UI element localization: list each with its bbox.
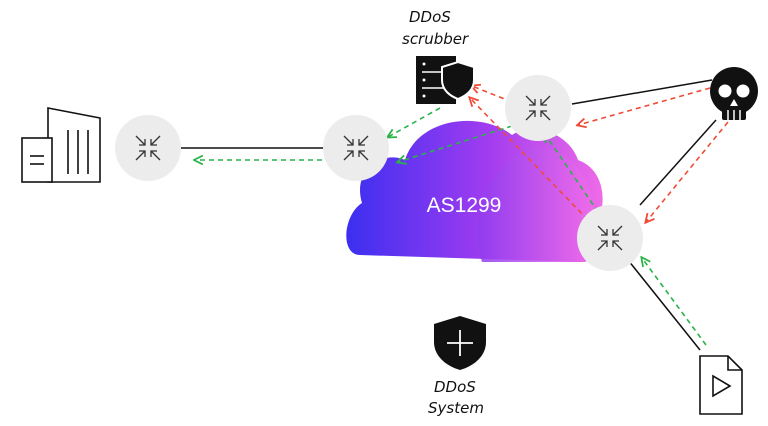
office-building-icon	[21, 107, 101, 183]
system-label-line1: DDoS	[434, 378, 476, 396]
document-play-icon	[699, 355, 743, 415]
scrubber-label-line2: scrubber	[402, 30, 469, 48]
router-edge	[505, 75, 571, 141]
attack-traffic-paths	[470, 86, 729, 222]
legit-traffic-paths	[195, 107, 707, 346]
server-shield-icon	[416, 56, 475, 104]
skull-icon	[710, 67, 758, 120]
legit-edge-to-router	[398, 125, 513, 162]
attack-edge-to-scrubber	[472, 86, 513, 103]
system-label-line2: System	[428, 399, 484, 417]
cloud-label: AS1299	[427, 194, 502, 217]
network-links	[181, 79, 717, 351]
attack-attacker-to-edge	[578, 87, 711, 125]
shield-plus-icon	[434, 316, 486, 370]
legit-egress-to-edge	[545, 134, 599, 213]
attack-attacker-to-egress	[646, 121, 729, 222]
router-core	[323, 115, 389, 181]
router-egress	[577, 205, 643, 271]
link-egress-router-attacker	[639, 119, 717, 206]
attack-egress-to-scrubber	[470, 98, 589, 221]
as1299-cloud: AS1299	[346, 120, 605, 263]
legit-scrubber-to-router	[388, 107, 441, 137]
link-egress-router-source	[627, 259, 701, 351]
link-edge-router-attacker	[571, 79, 713, 105]
legit-source-to-egress	[642, 258, 707, 346]
router-customer-side	[115, 115, 181, 181]
scrubber-label-line1: DDoS	[409, 8, 451, 26]
